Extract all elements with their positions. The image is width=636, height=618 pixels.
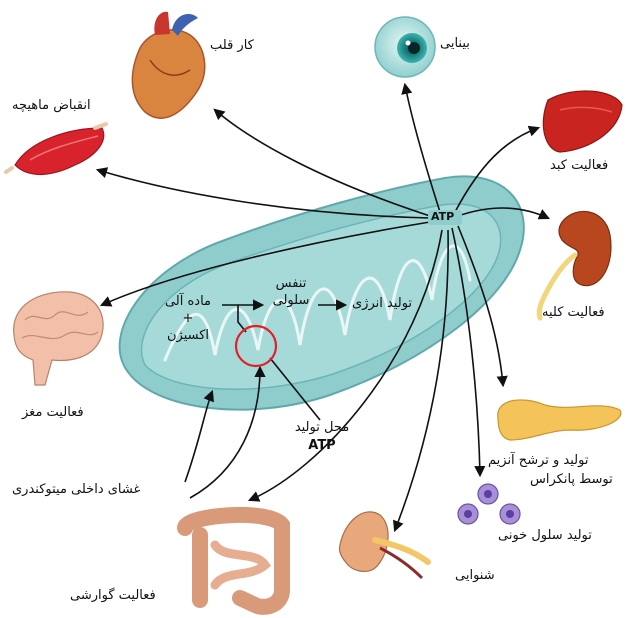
arrow-to-gut — [247, 229, 443, 502]
ear-icon — [338, 511, 431, 580]
respiration-label-line2: سلولی — [272, 293, 310, 308]
bracket-line — [237, 305, 247, 333]
pancreas-label-line1: تولید و ترشح آنزیم — [488, 453, 589, 468]
kidney-label: فعالیت کلیه — [542, 305, 605, 320]
atp-arrows — [95, 82, 551, 533]
arrow-to-ear — [393, 229, 449, 533]
atp-site-label-line1: محل تولید — [294, 420, 350, 435]
blood-label: تولید سلول خونی — [498, 528, 592, 543]
membrane-arrow-2 — [189, 365, 266, 499]
eye-label: بینایی — [440, 36, 470, 51]
atp-hub-bg — [428, 210, 462, 225]
membrane-arrow-1 — [184, 389, 214, 483]
process-arrows — [184, 299, 348, 499]
arrow-to-muscle — [95, 167, 431, 219]
intestine-icon — [177, 507, 290, 615]
kidney-icon — [536, 210, 612, 321]
substrate-plus: + — [182, 311, 194, 326]
arrow-to-blood — [451, 227, 486, 478]
pancreas-icon — [497, 399, 622, 441]
atp-site-label-line2: ATP — [308, 438, 336, 453]
liver-icon — [542, 90, 623, 153]
blood-cells-icon — [457, 483, 521, 525]
substrate-label-line2: اکسیژن — [166, 328, 210, 343]
substrate-label-line1: ماده آلی — [164, 294, 212, 309]
site-pointer-line — [269, 357, 321, 421]
heart-icon — [131, 11, 206, 119]
atp-hub-label: ATP — [431, 210, 455, 223]
gut-label: فعالیت گوارشی — [70, 588, 156, 603]
muscle-icon — [4, 122, 108, 176]
pancreas-label-line2: توسط پانکراس — [530, 472, 613, 487]
mitochondrion — [118, 175, 525, 411]
energy-label: تولید انرژی — [352, 296, 413, 311]
heart-label: کار قلب — [210, 38, 254, 53]
liver-label: فعالیت کبد — [550, 158, 609, 173]
eye-icon — [374, 16, 436, 78]
arrow-to-liver — [454, 125, 541, 213]
arrow-to-brain — [99, 221, 431, 307]
brain-icon — [13, 291, 104, 386]
muscle-label: انقباض ماهیچه — [12, 98, 91, 113]
membrane-label: غشای داخلی میتوکندری — [12, 482, 141, 497]
atp-site-circle — [234, 324, 278, 368]
brain-label: فعالیت مغز — [22, 405, 84, 420]
ear-label: شنوایی — [455, 568, 495, 583]
arrow-to-pancreas — [457, 225, 508, 388]
respiration-label-line1: تنفس — [275, 276, 307, 291]
arrow-to-kidney — [457, 207, 551, 220]
arrow-to-heart — [213, 108, 431, 217]
arrow-to-eye — [401, 82, 441, 213]
